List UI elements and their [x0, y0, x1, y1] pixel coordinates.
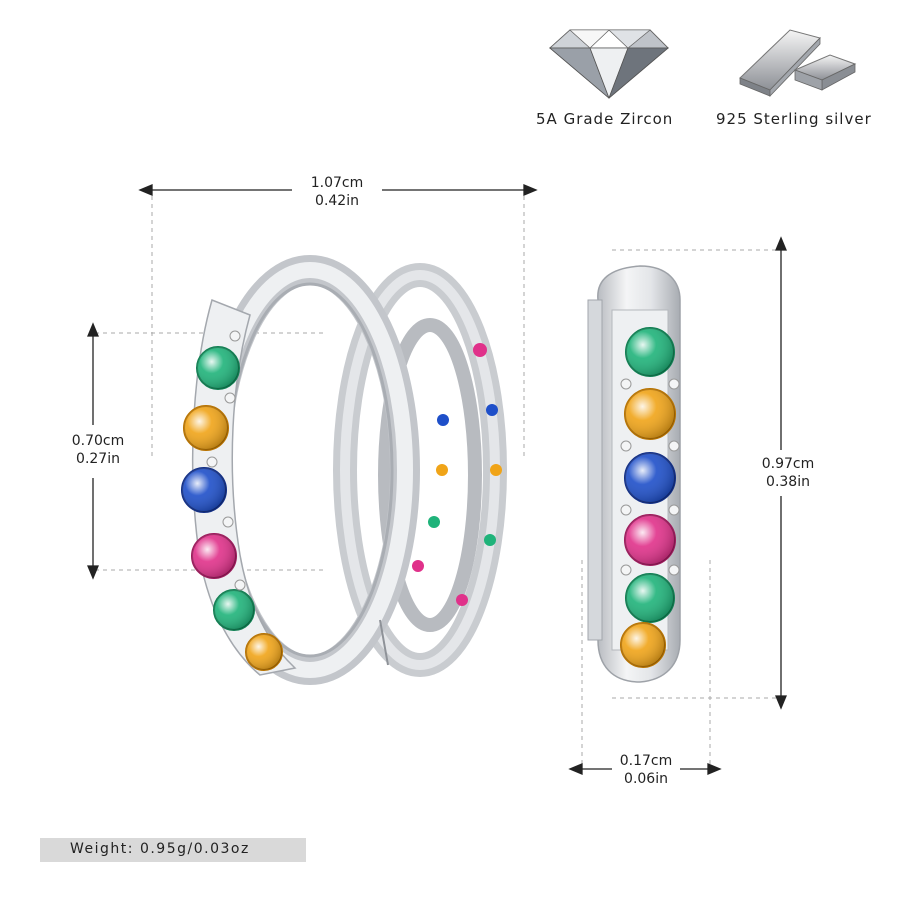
- width-label: 1.07cm 0.42in: [292, 174, 382, 210]
- hoop-earring-side-view: [587, 265, 681, 683]
- width-cm: 1.07cm: [310, 175, 364, 191]
- thickness-label: 0.17cm 0.06in: [606, 752, 686, 788]
- silver-label: 925 Sterling silver: [716, 110, 872, 128]
- hoop-earring-front-view: [181, 255, 507, 685]
- inner-height-cm: 0.70cm: [71, 433, 125, 449]
- height-cm: 0.97cm: [761, 456, 815, 472]
- diamond-gem-icon: [548, 29, 670, 100]
- width-in: 0.42in: [315, 193, 359, 209]
- zircon-label: 5A Grade Zircon: [536, 110, 674, 128]
- inner-height-label: 0.70cm 0.27in: [58, 432, 138, 468]
- weight-text: Weight: 0.95g/0.03oz: [70, 841, 250, 857]
- thickness-cm: 0.17cm: [619, 753, 673, 769]
- weight-banner: Weight: 0.95g/0.03oz: [40, 838, 306, 862]
- inner-height-in: 0.27in: [76, 451, 120, 467]
- thickness-in: 0.06in: [624, 771, 668, 787]
- silver-bars-icon: [739, 29, 857, 97]
- thickness-dimension: [568, 763, 722, 775]
- height-in: 0.38in: [766, 474, 810, 490]
- inner-height-dimension: [87, 322, 99, 580]
- height-label: 0.97cm 0.38in: [748, 455, 828, 491]
- height-dimension: [775, 236, 787, 710]
